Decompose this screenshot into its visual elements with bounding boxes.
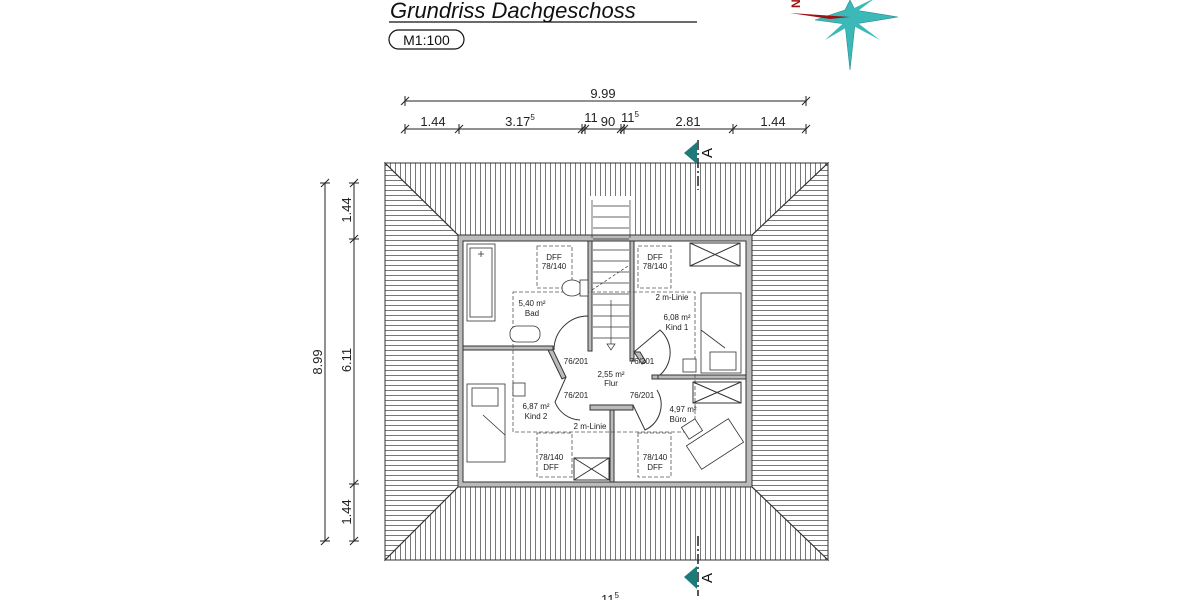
svg-text:1.44: 1.44 bbox=[420, 114, 445, 129]
toilet-icon bbox=[561, 279, 583, 297]
north-label: N bbox=[789, 0, 803, 8]
door-label: 76/201 bbox=[564, 357, 589, 366]
window-label: DFF bbox=[543, 463, 559, 472]
window-label: 78/140 bbox=[539, 453, 564, 462]
furniture bbox=[466, 243, 745, 470]
staircase bbox=[591, 200, 631, 351]
room-area-kind2: 6,87 m² bbox=[522, 402, 549, 411]
section-label: A bbox=[699, 148, 716, 158]
room-name-buero: Büro bbox=[670, 415, 687, 424]
doors bbox=[553, 315, 671, 431]
two-m-line-label: 2 m-Linie bbox=[574, 422, 607, 431]
window-label: 78/140 bbox=[643, 453, 668, 462]
drawing-title: Grundriss Dachgeschoss bbox=[390, 0, 636, 23]
svg-text:1.44: 1.44 bbox=[760, 114, 785, 129]
window-label: 78/140 bbox=[542, 262, 567, 271]
room-area-flur: 2,55 m² bbox=[597, 370, 624, 379]
window-label: DFF bbox=[647, 253, 663, 262]
section-label: A bbox=[699, 573, 716, 583]
desk-icon bbox=[685, 418, 745, 470]
window-label: DFF bbox=[546, 253, 562, 262]
roof-hatch bbox=[383, 161, 830, 562]
svg-text:90: 90 bbox=[601, 114, 615, 129]
room-name-kind1: Kind 1 bbox=[666, 323, 689, 332]
window-label: DFF bbox=[647, 463, 663, 472]
scale-badge bbox=[388, 29, 465, 50]
section-marker-top: A bbox=[684, 140, 716, 190]
sink-icon bbox=[509, 325, 541, 343]
door-label: 76/201 bbox=[564, 391, 589, 400]
svg-text:2.81: 2.81 bbox=[675, 114, 700, 129]
room-area-buero: 4,97 m² bbox=[669, 405, 696, 414]
crossed-boxes bbox=[573, 242, 742, 481]
box-icon bbox=[682, 358, 697, 373]
dim-bottom-partial: 115 bbox=[601, 591, 620, 600]
compass-rose-icon: N bbox=[789, 0, 899, 71]
chair-icon bbox=[680, 418, 704, 440]
window-label: 78/140 bbox=[643, 262, 668, 271]
box-icon bbox=[512, 382, 526, 397]
svg-text:11: 11 bbox=[584, 110, 598, 125]
title-block: Grundriss Dachgeschoss M1:100 bbox=[388, 0, 697, 50]
dim-left-seg: 1.44 bbox=[339, 197, 354, 222]
two-m-line-label: 2 m-Linie bbox=[656, 293, 689, 302]
dim-top-segments: 1.44 3.175 11 90 115 2.81 1.44 bbox=[420, 110, 785, 129]
svg-text:115: 115 bbox=[621, 110, 640, 125]
room-area-kind1: 6,08 m² bbox=[663, 313, 690, 322]
dim-total-width: 9.99 bbox=[590, 86, 615, 101]
room-labels: 5,40 m² Bad 2 m-Linie 6,08 m² Kind 1 76/… bbox=[518, 293, 696, 431]
door-label: 76/201 bbox=[630, 391, 655, 400]
scale-label: M1:100 bbox=[403, 32, 450, 48]
room-name-bad: Bad bbox=[525, 309, 539, 318]
walls bbox=[457, 234, 753, 488]
door-label: 76/201 bbox=[630, 357, 655, 366]
section-marker-bottom: A bbox=[684, 536, 716, 596]
room-area-bad: 5,40 m² bbox=[518, 299, 545, 308]
dimension-left bbox=[320, 178, 359, 546]
dim-total-depth: 8.99 bbox=[310, 349, 325, 374]
roof-windows bbox=[536, 245, 672, 478]
svg-text:3.175: 3.175 bbox=[505, 113, 535, 129]
room-name-kind2: Kind 2 bbox=[525, 412, 548, 421]
dim-left-seg: 6.11 bbox=[339, 348, 354, 372]
dim-left-seg: 1.44 bbox=[339, 499, 354, 524]
dimension-top bbox=[400, 96, 811, 134]
room-name-flur: Flur bbox=[604, 379, 618, 388]
